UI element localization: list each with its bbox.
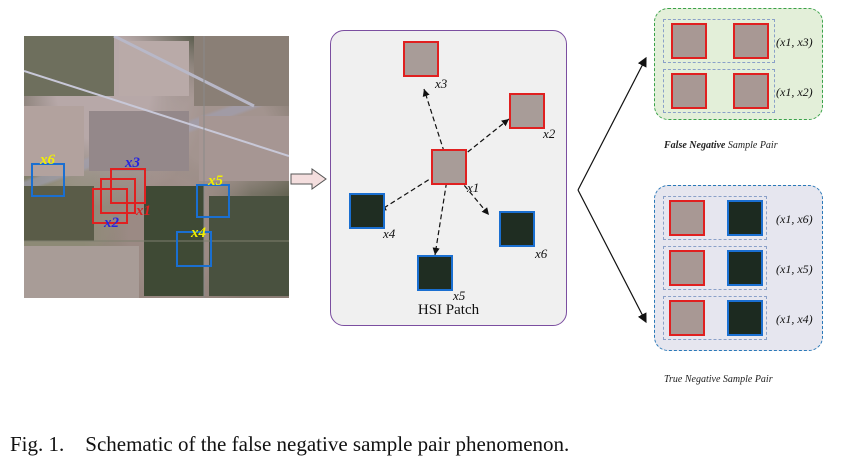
map-field [89,111,189,171]
patch-tile-x6 [499,211,535,247]
fork-arrows [577,56,647,324]
pair-tile-x4 [727,300,763,336]
patch-tile-x5 [417,255,453,291]
map-label-x4: x4 [191,225,206,241]
patch-tile-x4 [349,193,385,229]
patch-label-x5: x5 [453,288,466,303]
map-label-x6: x6 [40,152,55,168]
patch-label-x6: x6 [535,246,548,261]
pair-tile-x2 [733,73,769,109]
true-negative-caption: True Negative Sample Pair [664,374,773,385]
hsi-satellite-image: x6 x3 x5 x1 x2 x4 [24,36,289,298]
map-field [194,36,289,106]
patch-label-x1: x1 [467,180,480,195]
sample-box-x1 [100,178,136,214]
patch-tile-x3 [403,41,439,77]
road-lines [24,36,289,298]
patch-tile-x1 [431,149,467,185]
pair-tile-x1 [669,300,705,336]
sample-box-x5 [196,184,230,218]
false-negative-caption: False Negative Sample Pair [664,140,778,151]
sample-box-x2 [92,188,128,224]
patch-tile-x2 [509,93,545,129]
figure-caption: Fig. 1. Schematic of the false negative … [10,432,570,456]
pair-tile-x1 [669,250,705,286]
patch-label-x2: x2 [543,126,556,141]
patch-label-x3: x3 [435,76,448,91]
pair-row [663,246,767,290]
pair-tile-x1 [671,73,707,109]
pair-label: (x1, x4) [776,312,813,326]
false-negative-panel: (x1, x3) (x1, x2) [654,8,823,120]
pair-tile-x1 [669,200,705,236]
pair-tile-x6 [727,200,763,236]
pair-row [663,196,767,240]
map-label-x5: x5 [208,173,223,189]
sample-box-x4 [176,231,212,267]
map-label-x2: x2 [104,215,119,231]
pair-label: (x1, x6) [776,212,813,226]
map-label-x3: x3 [125,155,140,171]
hsi-patch-panel: x3 x2 x1 x4 x6 x5 HSI Patch [330,30,567,326]
pair-row [663,296,767,340]
patch-title: HSI Patch [417,302,480,318]
pair-row [663,19,775,63]
sample-box-x3 [110,168,146,204]
map-field [199,116,289,181]
pair-label: (x1, x3) [776,35,813,49]
map-label-x1: x1 [136,203,151,219]
pair-label: (x1, x2) [776,85,813,99]
sample-box-x6 [31,163,65,197]
map-field [209,196,289,296]
pair-tile-x5 [727,250,763,286]
patch-label-x4: x4 [383,226,396,241]
map-field [24,246,139,298]
pair-tile-x3 [733,23,769,59]
hollow-arrow-icon [290,168,327,190]
true-negative-panel: (x1, x6) (x1, x5) (x1, x4) [654,185,823,351]
pair-row [663,69,775,113]
pair-label: (x1, x5) [776,262,813,276]
pair-tile-x1 [671,23,707,59]
